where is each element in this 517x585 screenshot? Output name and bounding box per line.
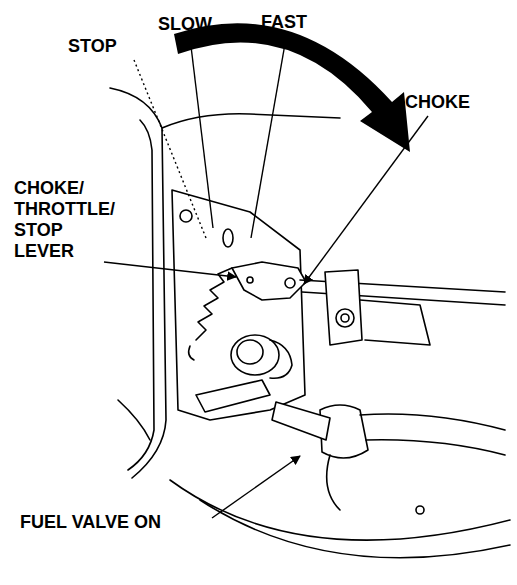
illustration-line: [237, 340, 263, 364]
illustration-line: [200, 500, 510, 558]
illustration-line: [336, 309, 354, 327]
label-holder: FAST: [261, 12, 307, 33]
label-holder: CHOKE/ THROTTLE/ STOP LEVER: [14, 178, 110, 262]
illustration-line: [189, 346, 194, 360]
illustration-line: [110, 88, 166, 478]
illustration-line: [360, 414, 505, 430]
illustration-line: [180, 210, 192, 222]
illustration-line: [172, 190, 305, 420]
part-label: CHOKE/ THROTTLE/ STOP LEVER: [14, 178, 110, 262]
illustration-line: [223, 229, 233, 247]
label-holder: SLOW: [158, 14, 212, 35]
label-holder: STOP: [68, 36, 117, 57]
illustration-line: [162, 114, 340, 128]
illustration-line: [251, 38, 286, 238]
illustration-line: [360, 300, 430, 345]
illustration-line: [118, 400, 150, 440]
illustration-line: [366, 440, 505, 455]
part-label: FUEL VALVE ON: [20, 512, 161, 533]
part-label: SLOW: [158, 14, 212, 35]
illustration-line: [341, 314, 349, 322]
illustration-line: [174, 23, 410, 152]
part-label: FAST: [261, 12, 307, 33]
illustration-line: [212, 456, 300, 518]
illustration-line: [232, 262, 306, 300]
illustration-line: [190, 38, 213, 228]
part-label: CHOKE: [405, 92, 470, 113]
illustration-line: [325, 270, 362, 345]
part-label: STOP: [68, 36, 117, 57]
label-holder: FUEL VALVE ON: [20, 512, 161, 533]
illustration-line: [247, 277, 253, 283]
illustration-line: [272, 402, 330, 440]
illustration-line: [110, 88, 510, 558]
illustration-line: [270, 340, 292, 378]
illustration-line: [327, 455, 340, 510]
label-holder: CHOKE: [405, 92, 470, 113]
illustration-line: [416, 506, 424, 514]
illustration-line: [104, 262, 236, 277]
illustration-line: [128, 120, 154, 470]
illustration-line: [304, 116, 428, 284]
illustration-line: [285, 278, 295, 288]
illustration-line: [196, 380, 270, 412]
illustration-line: [104, 38, 428, 518]
illustration-line: [196, 268, 232, 340]
